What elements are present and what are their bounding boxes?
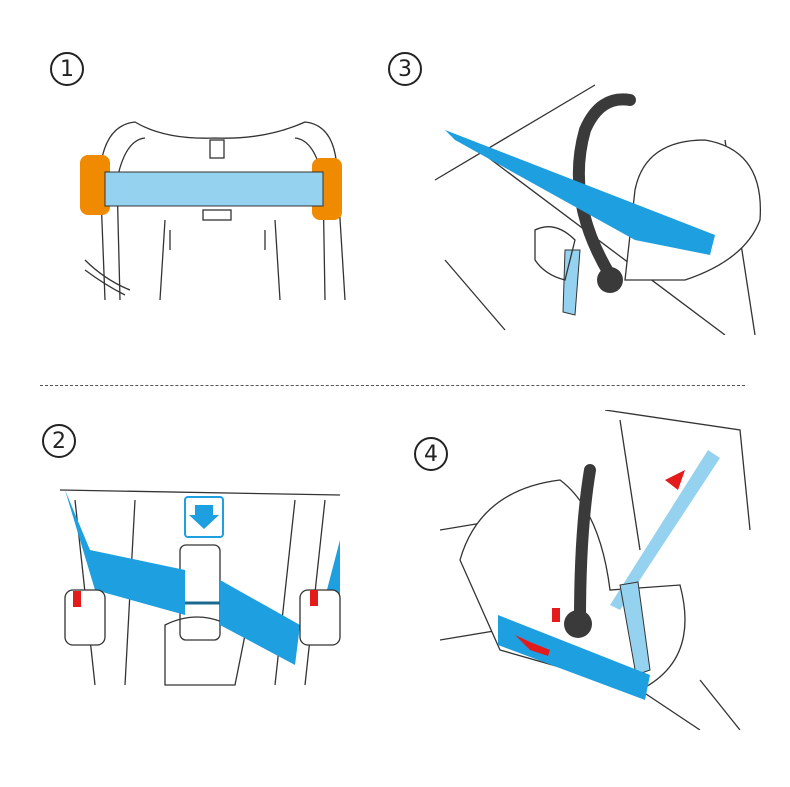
red-clip-right (310, 590, 318, 606)
red-arrow (515, 635, 550, 656)
light-blue-strap (562, 249, 581, 316)
blue-strap (498, 615, 650, 700)
section-divider (40, 385, 745, 386)
blue-strap (445, 130, 715, 255)
light-blue-strap-top (610, 450, 720, 610)
step-number-3: 3 (388, 52, 422, 86)
illustration-step-2 (59, 489, 341, 686)
orange-clip-left (80, 155, 110, 215)
illustration-step-1 (80, 121, 346, 301)
blue-strap-left (65, 490, 185, 615)
step-number-2: 2 (42, 424, 76, 458)
illustration-step-4 (440, 410, 751, 730)
step-number-1: 1 (50, 52, 84, 86)
red-clip-left (73, 591, 81, 607)
step-number-4: 4 (414, 437, 448, 471)
blue-strap-right (220, 580, 300, 665)
light-blue-strap-vertical (619, 581, 651, 676)
light-blue-bar (104, 171, 324, 207)
illustration-step-3 (434, 84, 762, 335)
